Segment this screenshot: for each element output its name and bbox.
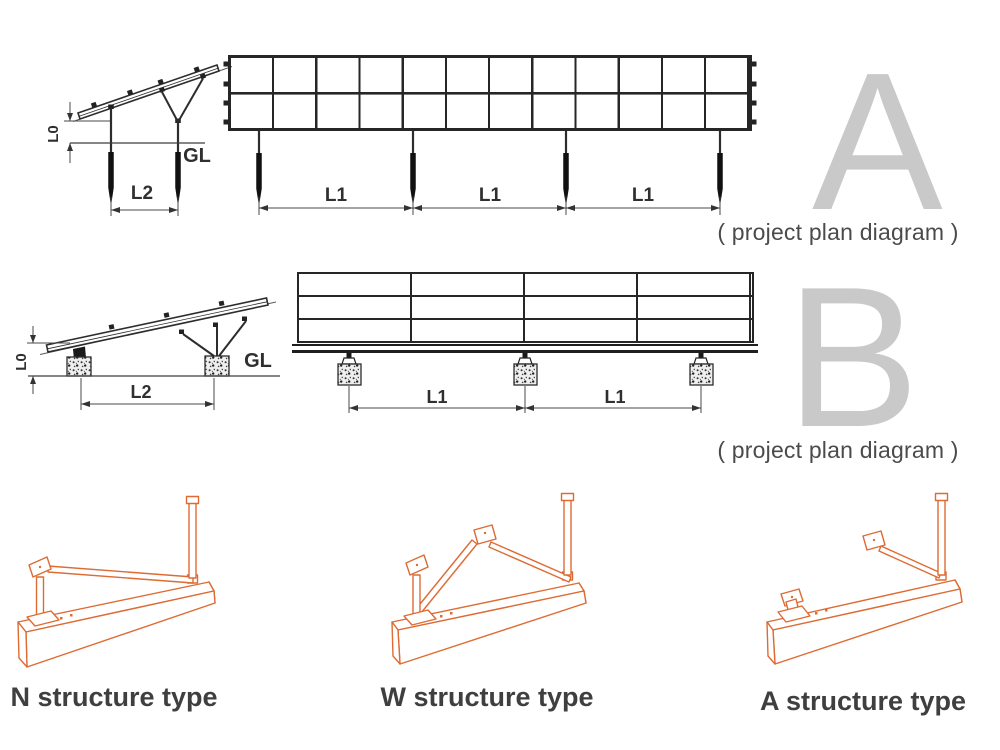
structure-a-front-dimensions	[258, 197, 721, 215]
structure-type-label-n: N structure type	[10, 682, 218, 712]
panel-array-grid-b	[297, 272, 754, 343]
structure-type-label-a: A structure type	[759, 686, 967, 716]
dim-label-l2-b: L2	[130, 382, 152, 402]
structure-b-front-dimensions	[348, 386, 702, 413]
structure-a-front-view	[223, 61, 757, 206]
structure-type-w-drawing	[391, 492, 587, 665]
structure-b-side-dimensions	[27, 326, 215, 410]
section-caption-b: ( project plan diagram )	[717, 437, 959, 463]
dim-label-l0-a: L0	[45, 125, 62, 143]
dim-label-l1-a-1: L1	[324, 185, 348, 206]
dim-label-gl-a: GL	[183, 145, 211, 167]
section-letter-a: A	[812, 32, 943, 251]
section-letter-b: B	[786, 246, 920, 469]
structure-a-side-view	[72, 63, 233, 206]
structure-a-side-dimensions	[64, 102, 205, 216]
dim-label-l1-b-1: L1	[426, 387, 448, 407]
dim-label-l1-a-2: L1	[478, 185, 502, 206]
dim-label-l2-a: L2	[130, 183, 154, 204]
mounting-rail-b	[292, 344, 758, 353]
structure-b-front-view	[337, 352, 714, 386]
section-caption-a: ( project plan diagram )	[717, 219, 959, 245]
dim-label-gl-b: GL	[244, 350, 272, 372]
structure-type-label-w: W structure type	[380, 682, 594, 712]
structure-b-side-view	[28, 297, 280, 377]
dim-label-l1-a-3: L1	[631, 185, 655, 206]
structure-type-n-drawing	[17, 495, 216, 668]
structure-type-a-drawing	[766, 492, 963, 665]
dim-label-l1-b-2: L1	[604, 387, 626, 407]
dim-label-l0-b: L0	[13, 353, 30, 371]
panel-array-grid-a	[228, 55, 752, 131]
